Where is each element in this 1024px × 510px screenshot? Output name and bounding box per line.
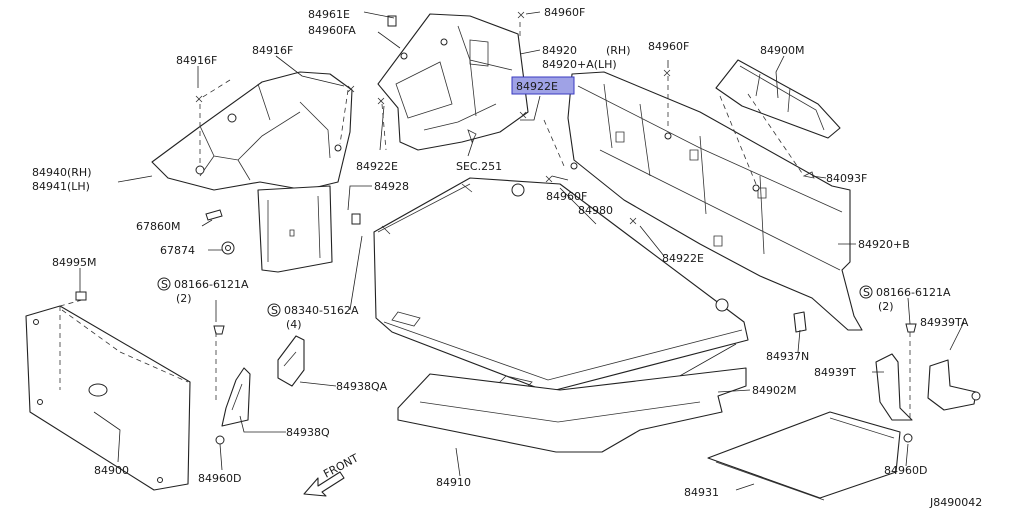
- label-84960FA: 84960FA: [308, 24, 356, 37]
- label-08166-left-qty: (2): [176, 292, 192, 305]
- panel-84900: [25, 305, 191, 491]
- rear-panel-84920B: [567, 71, 863, 331]
- label-84920A: 84920+A(LH): [542, 58, 617, 71]
- label-84931: 84931: [684, 486, 719, 499]
- label-08166-left: 08166-6121A: [174, 278, 249, 291]
- label-84910: 84910: [436, 476, 471, 489]
- label-84093F: 84093F: [826, 172, 867, 185]
- part-labels: 84961E 84960FA 84960F 84920 (RH) 84920+A…: [32, 6, 982, 509]
- s-mark-icon-right: [859, 285, 873, 299]
- small-fasteners: [75, 11, 981, 445]
- label-84960F-mid: 84960F: [648, 40, 689, 53]
- label-84916F-left: 84916F: [176, 54, 217, 67]
- label-84939T: 84939T: [814, 366, 856, 379]
- label-84920: 84920: [542, 44, 577, 57]
- label-84960D-left: 84960D: [198, 472, 241, 485]
- label-84928: 84928: [374, 180, 409, 193]
- diagram-id: J8490042: [929, 496, 982, 509]
- label-84922E-highlighted: 84922E: [516, 80, 558, 93]
- label-84922E-a: 84922E: [356, 160, 398, 173]
- label-84937N: 84937N: [766, 350, 809, 363]
- label-84960F-top: 84960F: [544, 6, 585, 19]
- label-08166-right: 08166-6121A: [876, 286, 951, 299]
- bracket-84939TA: [927, 359, 977, 411]
- bracket-84938Q: [221, 367, 251, 427]
- label-67860M: 67860M: [136, 220, 180, 233]
- label-84938QA: 84938QA: [336, 380, 388, 393]
- label-84960D-right: 84960D: [884, 464, 927, 477]
- label-84900M: 84900M: [760, 44, 804, 57]
- bracket-84938QA: [277, 335, 305, 387]
- trunk-mat-84910: [397, 367, 747, 453]
- bracket-84939T: [875, 353, 913, 421]
- svg-text:S: S: [863, 286, 870, 299]
- label-84960F-b: 84960F: [546, 190, 587, 203]
- label-08340-qty: (4): [286, 318, 302, 331]
- label-84900: 84900: [94, 464, 129, 477]
- label-84916F-mid: 84916F: [252, 44, 293, 57]
- clip-84937N: [793, 311, 807, 333]
- svg-text:S: S: [161, 278, 168, 291]
- label-84902M: 84902M: [752, 384, 796, 397]
- s-mark-icon-mid: [267, 303, 281, 317]
- label-84995M: 84995M: [52, 256, 96, 269]
- label-67874: 67874: [160, 244, 195, 257]
- label-84940: 84940(RH): [32, 166, 92, 179]
- label-sec251: SEC.251: [456, 160, 502, 173]
- cover-84900M: [715, 59, 841, 139]
- label-84980: 84980: [578, 204, 613, 217]
- mat-84931: [707, 411, 901, 501]
- leader-lines: [79, 11, 965, 491]
- label-84920-rh: (RH): [606, 44, 631, 57]
- svg-text:S: S: [271, 304, 278, 317]
- label-08166-right-qty: (2): [878, 300, 894, 313]
- label-84920B: 84920+B: [858, 238, 910, 251]
- highlighted-part-box: [511, 76, 575, 95]
- side-trim-84940: [151, 71, 353, 273]
- label-84939TA: 84939TA: [920, 316, 969, 329]
- trim-84920: [377, 13, 529, 151]
- label-08340: 08340-5162A: [284, 304, 359, 317]
- label-84922E-b: 84922E: [662, 252, 704, 265]
- label-84941: 84941(LH): [32, 180, 90, 193]
- label-84961E: 84961E: [308, 8, 350, 21]
- s-mark-icon-left: [157, 277, 171, 291]
- front-arrow: [303, 471, 345, 497]
- label-84938Q: 84938Q: [286, 426, 330, 439]
- assembly-lines: [59, 22, 911, 420]
